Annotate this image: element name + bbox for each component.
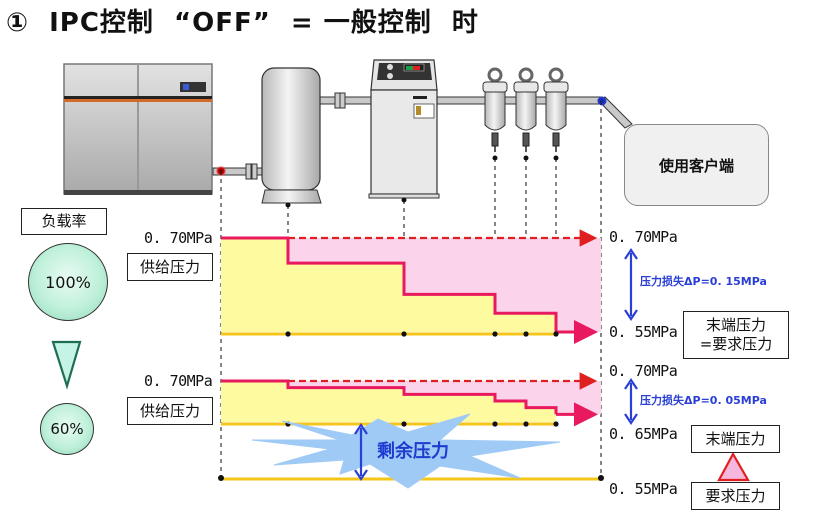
filter-3: [543, 67, 569, 152]
required-pressure-label: 要求压力: [691, 482, 780, 510]
surplus-pressure-burst-icon: [251, 413, 561, 489]
load-100-circle: 100%: [28, 243, 108, 321]
bottom-supply-pressure-label: 供给压力: [127, 397, 213, 425]
surplus-pressure-label: 剩余压力: [377, 441, 449, 462]
load-60-value: 60%: [50, 420, 84, 438]
user-inlet-point: [597, 96, 607, 106]
supply-pressure-line: [221, 236, 558, 332]
filters: [482, 67, 569, 152]
bottom-right-pressure-mid: 0. 65MPa: [609, 425, 678, 443]
station-dot: [492, 331, 498, 337]
filter-2: [513, 67, 539, 152]
top-supply-pressure-label: 供给压力: [127, 253, 213, 281]
station-dot: [553, 331, 559, 337]
station-dot: [285, 202, 291, 208]
top-left-pressure: 0. 70MPa: [144, 229, 213, 247]
chart-100-load: [221, 229, 601, 344]
load-rate-label: 负载率: [21, 208, 107, 235]
pressure-loss-area: [221, 381, 601, 415]
station-dot: [401, 197, 407, 203]
station-dot: [492, 155, 498, 161]
load-decrease-arrow-icon: [51, 340, 82, 390]
air-dryer: [368, 59, 440, 199]
station-dot: [553, 421, 559, 427]
required-left-dot: [218, 475, 224, 481]
load-100-value: 100%: [45, 272, 91, 292]
station-dot: [492, 421, 498, 427]
end-pressure-text: 末端压力: [705, 316, 766, 335]
supply-pressure-area: [221, 381, 556, 422]
station-dot: [523, 331, 529, 337]
top-right-pressure-low: 0. 55MPa: [609, 323, 678, 341]
pressure-loss-arrow-bottom-icon: [624, 378, 638, 425]
load-60-circle: 60%: [40, 403, 94, 455]
station-dot: [285, 331, 291, 337]
air-compressor: [63, 63, 213, 195]
pressure-loss-arrow-top-icon: [624, 248, 638, 321]
page-title: ① IPC控制 “OFF” = 一般控制 时: [6, 8, 479, 38]
top-pressure-loss-text: 压力损失ΔP=0. 15MPa: [640, 275, 767, 288]
supply-pressure-area: [221, 238, 556, 332]
top-right-pressure-high: 0. 70MPa: [609, 228, 678, 246]
station-dot: [401, 331, 407, 337]
supply-pressure-line: [221, 379, 558, 415]
bottom-pressure-loss-text: 压力损失ΔP=0. 05MPa: [640, 394, 767, 407]
bottom-right-pressure-low: 0. 55MPa: [609, 480, 678, 498]
bottom-left-pressure: 0. 70MPa: [144, 372, 213, 390]
end-pressure-label: 末端压力: [691, 425, 780, 453]
station-dot: [401, 421, 407, 427]
end-equals-required-label: 末端压力 =要求压力: [683, 311, 789, 359]
station-dot: [523, 421, 529, 427]
bottom-right-pressure-high: 0. 70MPa: [609, 362, 678, 380]
station-dot: [553, 155, 559, 161]
filter-1: [482, 67, 508, 152]
station-dot: [523, 155, 529, 161]
required-right-dot: [598, 475, 604, 481]
pressure-loss-area: [221, 238, 601, 332]
user-endpoint-box: 使用客户端: [624, 124, 769, 206]
air-receiver-tank: [261, 67, 322, 204]
surplus-pressure-arrow-icon: [354, 423, 368, 481]
equals-required-text: =要求压力: [699, 335, 773, 353]
end-above-required-triangle-icon: [717, 451, 750, 482]
